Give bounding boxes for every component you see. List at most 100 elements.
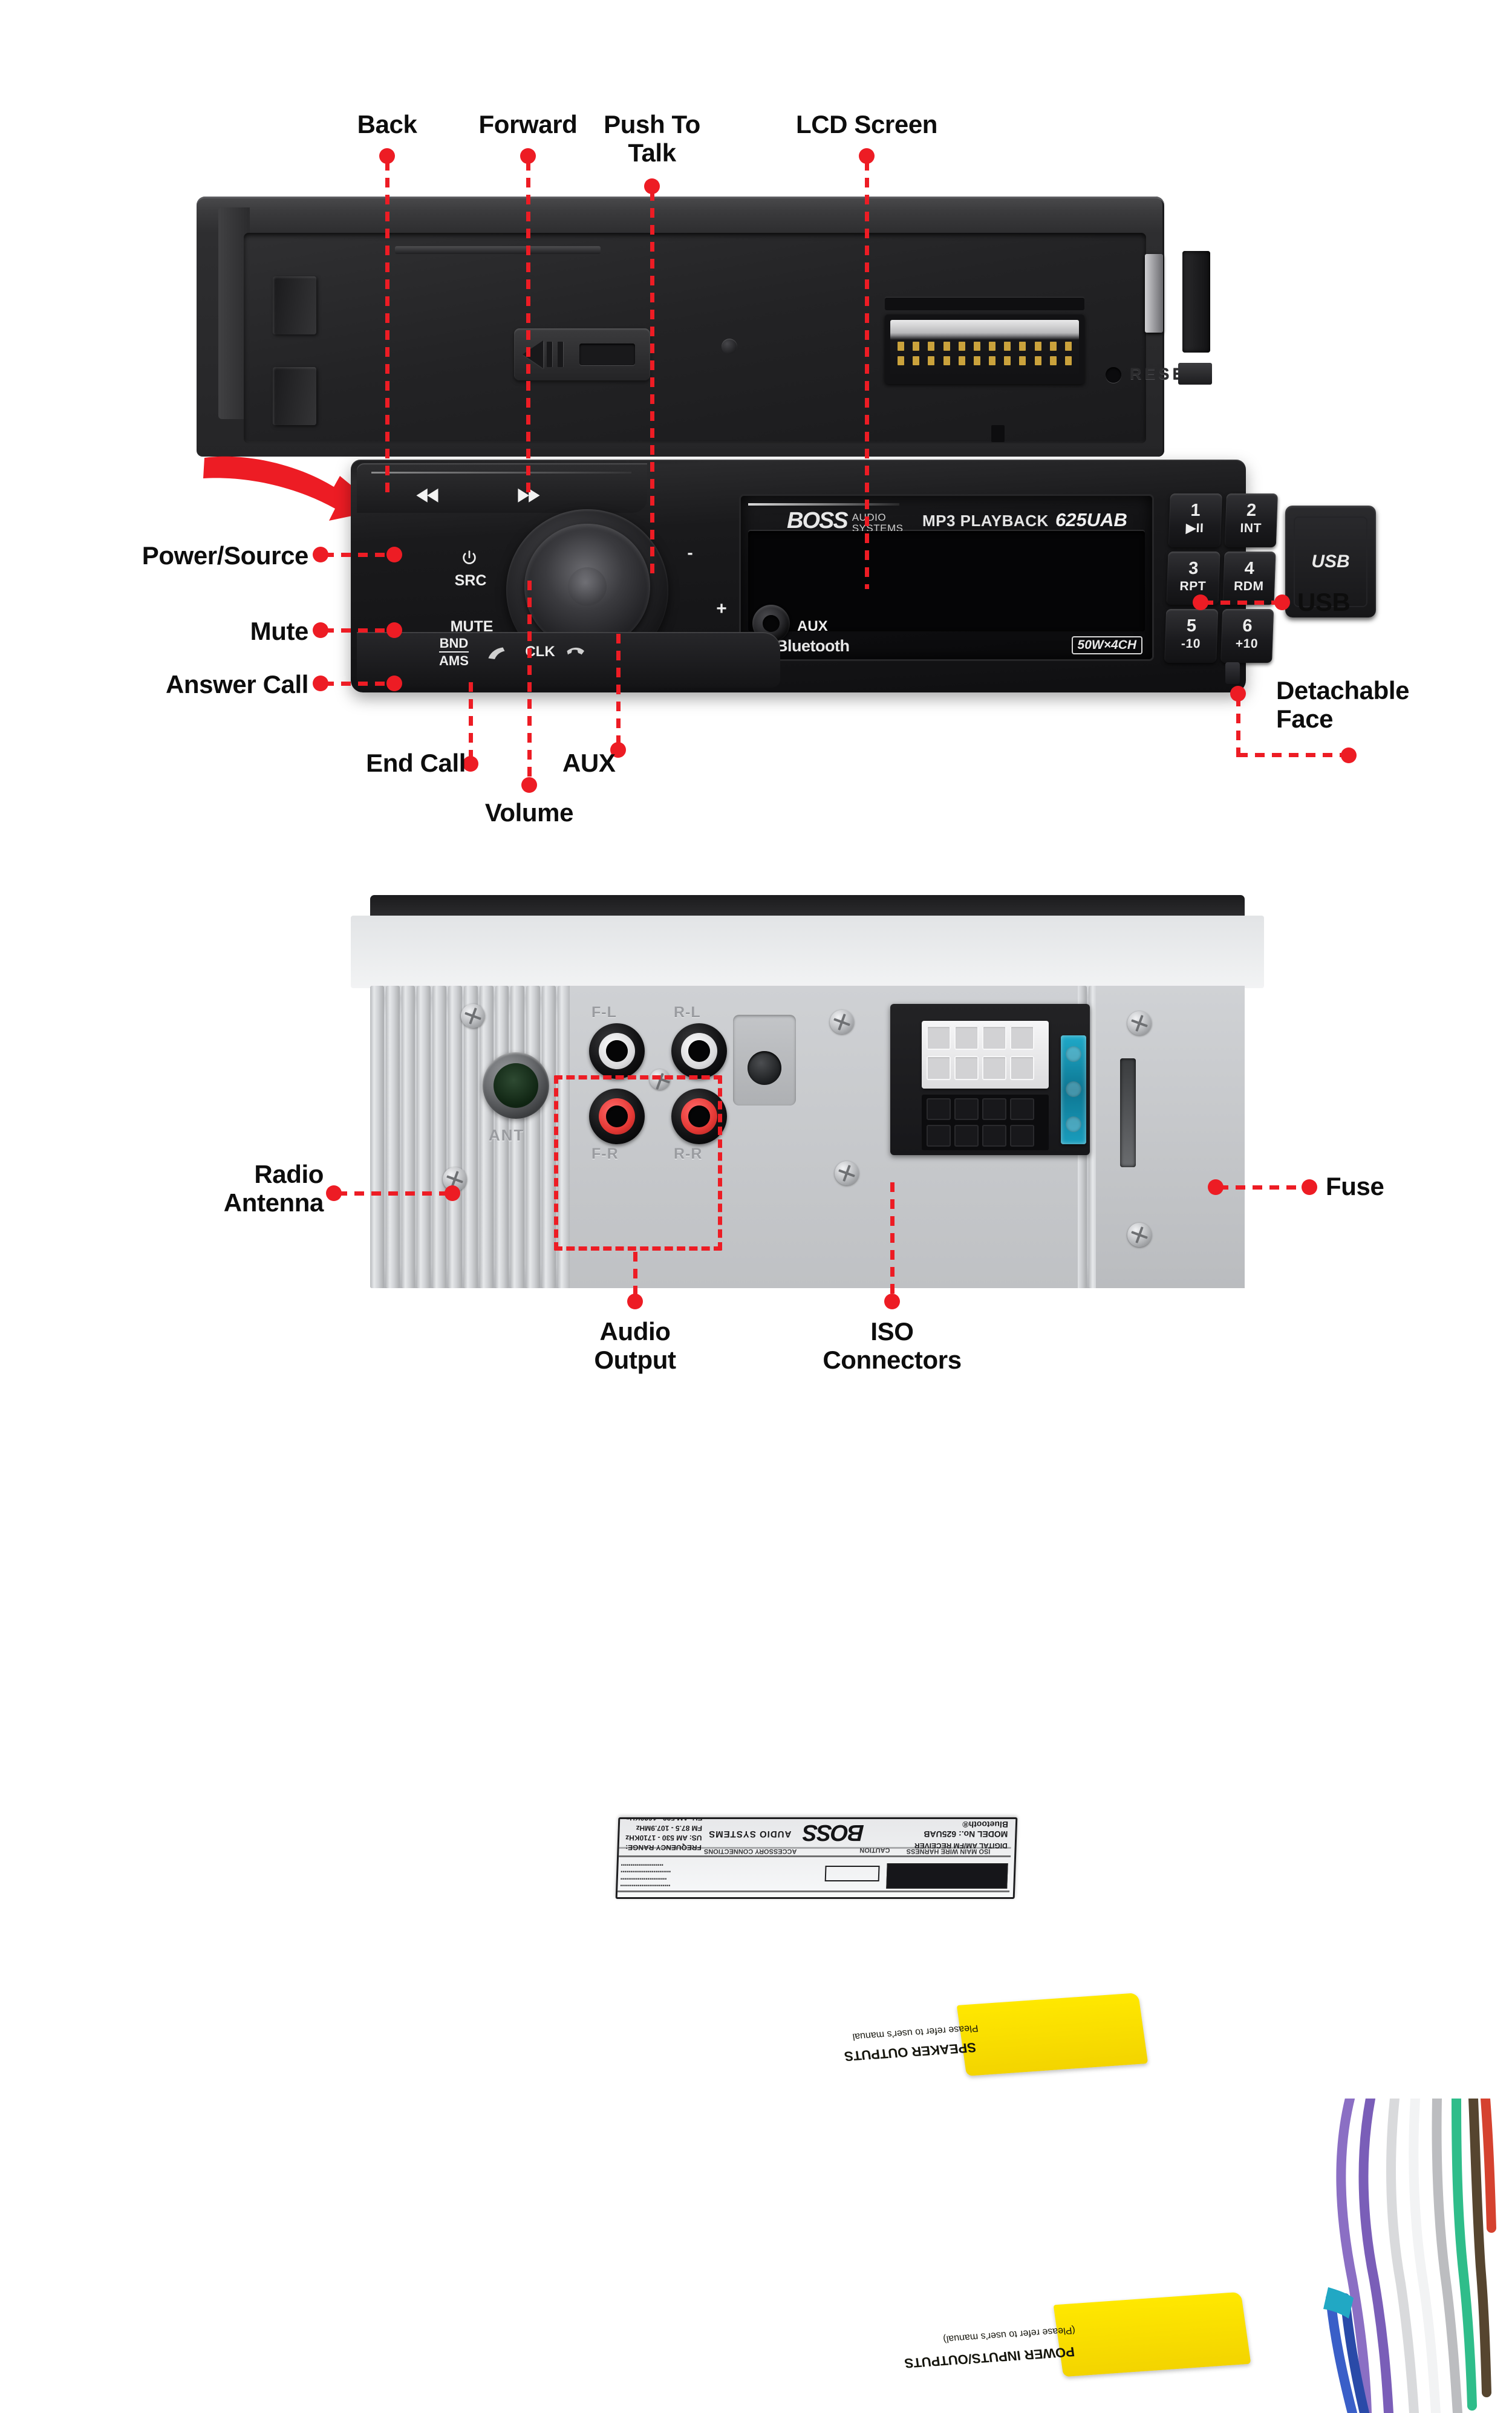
cradle-top-strip xyxy=(395,246,601,254)
callout-lcd-screen: LCD Screen xyxy=(795,110,938,138)
transport-button-bar: ◀◀ ▶▶ xyxy=(357,463,647,513)
head-unit-faceplate: ◀◀ ▶▶ SRC MUTE - + BOSS xyxy=(351,460,1376,692)
phone-answer-icon[interactable] xyxy=(485,645,508,663)
preset-number: 1 xyxy=(1190,501,1201,520)
faceplate-connector xyxy=(885,314,1084,384)
callout-aux: AUX xyxy=(562,749,616,777)
label-brand: BOSS xyxy=(803,1820,865,1845)
callout-fuse: Fuse xyxy=(1326,1172,1384,1200)
chassis-screw xyxy=(830,1010,854,1034)
leader-dot-answer-call-target xyxy=(386,676,402,691)
leader-line-forward xyxy=(526,161,530,493)
connector-lip xyxy=(885,297,1084,310)
band-ams-button[interactable]: BND AMS xyxy=(439,636,469,668)
leader-line-radio-antenna xyxy=(337,1191,445,1196)
preset-button-grid: 1 ▶II 2 INT 3 RPT 4 RDM 5 -10 6 +10 xyxy=(1164,493,1278,663)
brand-name: BOSS xyxy=(787,508,849,533)
chassis-screw xyxy=(1127,1011,1152,1035)
preset-function: -10 xyxy=(1181,637,1201,651)
leader-dot-power-source-target xyxy=(386,547,402,562)
mp3-playback-label: MP3 PLAYBACK xyxy=(922,512,1049,530)
chassis-spec-label: ▪▪▪▪▪▪▪▪▪▪▪▪▪▪▪▪▪▪▪▪▪▪▪▪▪▪▪▪▪▪▪▪▪▪▪▪▪▪▪▪… xyxy=(615,1817,1018,1899)
audio-output-highlight-box xyxy=(554,1075,722,1251)
rca-label-rl: R-L xyxy=(674,1004,701,1021)
leader-line-push-to-talk xyxy=(650,191,654,575)
preset-function: +10 xyxy=(1235,637,1259,651)
label-model: MODEL No.: 625UAB xyxy=(924,1829,1008,1839)
aux-label: AUX xyxy=(797,618,828,634)
wiring-harness xyxy=(1323,2099,1496,2413)
preset-number: 6 xyxy=(1242,616,1253,636)
leader-line-lcd-screen xyxy=(865,161,869,589)
leader-line-mute xyxy=(324,628,389,633)
chassis-screw xyxy=(650,1069,670,1090)
brand-logo: BOSS AUDIO SYSTEMS xyxy=(787,508,903,534)
source-button-label[interactable]: SRC xyxy=(454,572,487,589)
chassis-screw xyxy=(1127,1223,1152,1247)
preset-button-3[interactable]: 3 RPT xyxy=(1166,551,1220,605)
label-caution: CAUTION xyxy=(859,1846,890,1854)
model-number-label: 625UAB xyxy=(1055,509,1127,530)
leader-line-fuse xyxy=(1219,1185,1303,1190)
iso-power-connector[interactable] xyxy=(922,1095,1049,1150)
slide-release-arrow-icon[interactable] xyxy=(514,328,650,380)
cradle-right-recess xyxy=(1182,251,1210,353)
cradle-notch xyxy=(991,425,1005,442)
leader-dot-fuse-label xyxy=(1302,1179,1317,1195)
faceplate-cradle: RESET xyxy=(197,197,1212,457)
preset-button-5[interactable]: 5 -10 xyxy=(1164,609,1218,663)
preset-number: 4 xyxy=(1244,558,1255,578)
power-rating-badge: 50W×4CH xyxy=(1071,636,1142,654)
preset-function: INT xyxy=(1240,521,1262,535)
lcd-screen: BOSS AUDIO SYSTEMS MP3 PLAYBACK 625UAB B… xyxy=(741,496,1152,659)
preset-button-1[interactable]: 1 ▶II xyxy=(1168,493,1222,547)
preset-number: 3 xyxy=(1188,558,1199,578)
detachable-face-release-notch[interactable] xyxy=(1225,662,1240,684)
rear-right-rail xyxy=(1096,986,1245,1288)
cradle-inner-cavity: RESET xyxy=(244,233,1212,443)
leader-line-iso-connectors xyxy=(890,1182,894,1297)
back-button[interactable]: ◀◀ xyxy=(416,484,438,504)
power-io-title: POWER INPUTS/OUTPUTS xyxy=(903,2344,1076,2371)
rear-chassis: ANT F-L R-L F-R R-R xyxy=(351,895,1496,2413)
usb-port-cover[interactable]: USB xyxy=(1285,506,1376,617)
preset-function: RPT xyxy=(1179,579,1207,593)
fuse-holder[interactable] xyxy=(1061,1035,1086,1144)
rear-heatsink-body: ANT F-L R-L F-R R-R xyxy=(370,986,1245,1288)
clock-button[interactable]: CLK xyxy=(525,643,555,660)
leader-dot-mute-target xyxy=(386,622,402,638)
iso-speaker-connector[interactable] xyxy=(922,1021,1049,1089)
iso-connector-block[interactable] xyxy=(890,1004,1090,1155)
rca-jack-rear-left[interactable] xyxy=(671,1023,727,1079)
radio-antenna-jack[interactable] xyxy=(483,1052,549,1119)
rear-upper-panel xyxy=(351,916,1264,988)
rca-jack-front-left[interactable] xyxy=(589,1023,645,1079)
cradle-metal-tab xyxy=(1145,254,1163,333)
lower-button-bar xyxy=(357,632,780,688)
preset-button-6[interactable]: 6 +10 xyxy=(1220,609,1274,663)
antenna-label: ANT xyxy=(489,1126,525,1144)
label-brand-sub: AUDIO SYSTEMS xyxy=(708,1829,792,1839)
callout-audio-output: Audio Output xyxy=(594,1317,676,1375)
callout-end-call: End Call xyxy=(366,749,466,777)
callout-power-source: Power/Source xyxy=(142,541,309,570)
leader-dot-detachable-face-label xyxy=(1341,747,1357,763)
leader-dot-end-call xyxy=(463,756,478,772)
leader-line-detachable-face-vertical xyxy=(1236,697,1240,757)
leader-line-usb xyxy=(1204,601,1275,605)
leader-line-answer-call xyxy=(324,682,389,686)
reset-hole[interactable] xyxy=(1106,367,1121,383)
callout-radio-antenna: Radio Antenna xyxy=(223,1160,324,1217)
phone-end-icon[interactable] xyxy=(564,645,587,663)
rca-jack-rear-right[interactable] xyxy=(671,1089,727,1144)
leader-line-power-source xyxy=(324,553,389,557)
preset-button-2[interactable]: 2 INT xyxy=(1224,493,1278,547)
callout-detachable-face: Detachable Face xyxy=(1276,676,1410,734)
callout-iso-connectors: ISO Connectors xyxy=(823,1317,962,1375)
rca-jack-front-right[interactable] xyxy=(589,1089,645,1144)
label-frequency-range: FREQUENCY RANGE: US: AM 530 - 1710KHz FM… xyxy=(625,1817,703,1852)
cradle-clip-top xyxy=(273,276,316,334)
preset-button-4[interactable]: 4 RDM xyxy=(1222,551,1276,605)
rear-mount-bracket xyxy=(733,1015,796,1106)
power-icon[interactable] xyxy=(460,549,478,567)
